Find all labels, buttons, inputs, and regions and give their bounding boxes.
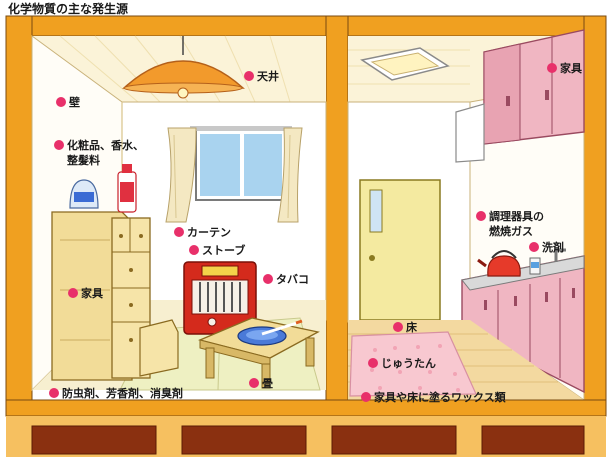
- counter-doors: [497, 278, 561, 378]
- label-carpet: じゅうたん: [368, 357, 436, 370]
- label-text: 防虫剤、芳香剤、消臭剤: [62, 386, 183, 400]
- foundation-vents: [31, 425, 585, 455]
- diagram-title: 化学物質の主な発生源: [8, 1, 128, 16]
- label-dot: [189, 245, 199, 255]
- label-text: ストーブ: [202, 243, 245, 257]
- carpet-pattern: [370, 344, 460, 392]
- label-dot: [476, 211, 486, 221]
- label-text: 化粧品、香水、: [67, 138, 144, 152]
- perfume-label: [120, 182, 134, 202]
- label-text: 家具: [560, 61, 582, 75]
- label-detergent: 洗剤: [529, 240, 564, 254]
- label-text: 洗剤: [542, 240, 564, 254]
- label-insecticide: 防虫剤、芳香剤、消臭剤: [49, 386, 183, 400]
- window-pane-left: [200, 134, 240, 196]
- curtain-rail: [190, 126, 292, 131]
- label-text: 整髪料: [66, 153, 100, 167]
- label-dot: [244, 71, 254, 81]
- label-wall: 壁: [56, 95, 80, 109]
- label-dot: [547, 63, 557, 73]
- countertop: [461, 255, 585, 291]
- table-leg-3: [305, 337, 315, 367]
- lamp-bulb: [177, 87, 189, 99]
- label-text: 床: [406, 320, 418, 334]
- left-pillar: [5, 15, 33, 407]
- table-leg-2: [261, 363, 271, 389]
- jar-label: [74, 192, 94, 202]
- center-wall: [325, 15, 349, 407]
- label-text: じゅうたん: [381, 357, 436, 370]
- window-pane-right: [244, 134, 282, 196]
- kettle: [487, 255, 521, 277]
- right-pillar: [583, 15, 607, 407]
- floor-beam: [5, 399, 607, 417]
- label-text: 壁: [69, 95, 80, 109]
- stove-grill-bars: [199, 282, 241, 312]
- label-stove: ストーブ: [189, 243, 245, 257]
- cabinet-knobs: [119, 234, 143, 342]
- door-window: [369, 189, 383, 233]
- label-dot: [68, 288, 78, 298]
- label-dot: [49, 388, 59, 398]
- label-furniture-left: 家具: [68, 286, 103, 300]
- label-text: カーテン: [187, 226, 231, 239]
- range-hood: [455, 103, 485, 163]
- label-dot: [56, 97, 66, 107]
- stove-dial: [207, 317, 217, 327]
- label-dot: [361, 392, 371, 402]
- label-text: 畳: [262, 377, 273, 390]
- label-text: 天井: [257, 69, 279, 83]
- label-dot: [249, 378, 259, 388]
- label-dot: [368, 358, 378, 368]
- faucet: [554, 248, 566, 262]
- label-dot: [529, 242, 539, 252]
- label-floor: 床: [393, 320, 418, 334]
- label-text: タバコ: [276, 273, 309, 286]
- table-leg-1: [205, 347, 215, 379]
- label-tatami: 畳: [249, 377, 273, 390]
- curtain-left: [165, 127, 197, 223]
- cigarette: [261, 320, 301, 336]
- label-curtain: カーテン: [174, 226, 231, 239]
- label-text: 燃焼ガス: [488, 224, 533, 238]
- stove-grill: [191, 279, 249, 315]
- label-cooker-gas: 調理器具の 燃焼ガス: [476, 209, 544, 238]
- stove-top-panel: [201, 265, 239, 277]
- label-text: 家具: [81, 286, 103, 300]
- label-dot: [174, 227, 184, 237]
- curtain-right: [277, 127, 303, 223]
- label-dot: [393, 322, 403, 332]
- pendant-lamp-shade: [122, 60, 245, 89]
- carpet: [349, 331, 477, 397]
- perfume-cap: [122, 164, 132, 173]
- label-cosmetics: 化粧品、香水、 整髪料: [54, 138, 144, 167]
- label-tobacco: タバコ: [263, 273, 309, 286]
- counter-handles: [484, 288, 575, 310]
- label-dot: [54, 140, 64, 150]
- label-text: 調理器具の: [489, 209, 544, 223]
- door-knob: [369, 255, 375, 261]
- label-wax: 家具や床に塗るワックス類: [361, 390, 507, 404]
- cabinet-drawers: [112, 218, 150, 323]
- open-drawer: [139, 319, 179, 377]
- label-furniture-right: 家具: [547, 61, 582, 75]
- label-text: 家具や床に塗るワックス類: [374, 390, 507, 404]
- cabinet-grain: [60, 239, 110, 341]
- roof-beam: [5, 15, 607, 37]
- label-ceiling: 天井: [244, 69, 279, 83]
- label-dot: [263, 274, 273, 284]
